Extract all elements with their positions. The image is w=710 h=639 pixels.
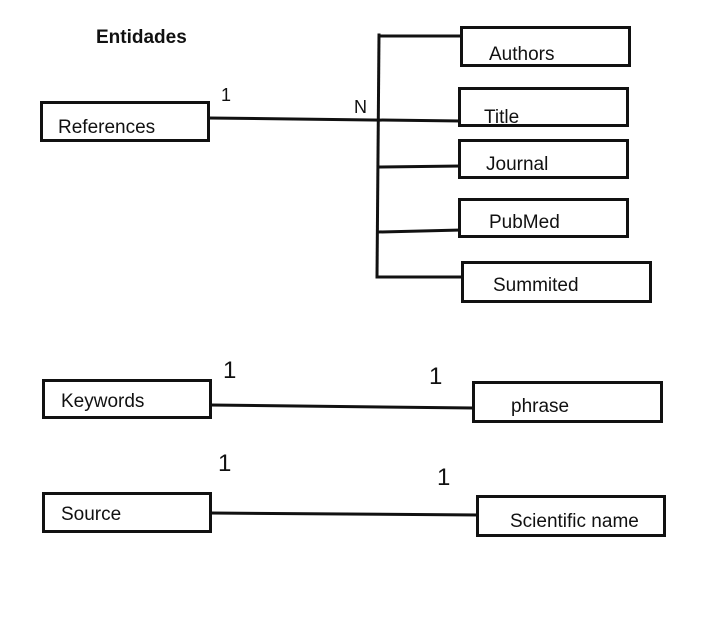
cardinality-attributes-side: N xyxy=(354,97,367,117)
entity-source: Source xyxy=(42,492,212,533)
entity-source-label: Source xyxy=(61,504,122,525)
cardinality-keywords-side: 1 xyxy=(223,357,237,384)
source-scientific-connector xyxy=(209,511,480,517)
pubmed-branch xyxy=(377,228,462,234)
entity-pubmed: PubMed xyxy=(458,198,629,238)
entity-title: Title xyxy=(458,87,629,128)
entity-journal: Journal xyxy=(458,139,629,179)
entity-phrase: phrase xyxy=(472,381,663,423)
attribute-bus xyxy=(375,33,381,279)
entity-references: References xyxy=(40,101,210,142)
entity-phrase-label: phrase xyxy=(511,396,570,417)
keywords-phrase-connector xyxy=(209,403,474,410)
entity-keywords: Keywords xyxy=(42,379,212,419)
references-connector xyxy=(207,116,462,123)
cardinality-phrase-side: 1 xyxy=(429,363,443,390)
cardinality-references-side: 1 xyxy=(221,85,232,105)
entity-summited-label: Summited xyxy=(493,275,579,296)
cardinality-scientific-name-side: 1 xyxy=(437,464,451,491)
entity-pubmed-label: PubMed xyxy=(489,212,560,233)
entity-authors-label: Authors xyxy=(489,44,555,65)
cardinality-source-side: 1 xyxy=(218,450,232,477)
journal-branch xyxy=(377,164,462,169)
entity-scientific-name-label: Scientific name xyxy=(510,511,639,532)
entity-title-label: Title xyxy=(484,107,520,128)
entity-keywords-label: Keywords xyxy=(61,391,145,412)
entity-authors: Authors xyxy=(460,26,631,67)
entity-journal-label: Journal xyxy=(486,154,549,175)
entity-scientific-name: Scientific name xyxy=(476,495,666,537)
entity-references-label: References xyxy=(58,117,156,138)
diagram-title: Entidades xyxy=(96,27,187,48)
entity-summited: Summited xyxy=(461,261,652,303)
